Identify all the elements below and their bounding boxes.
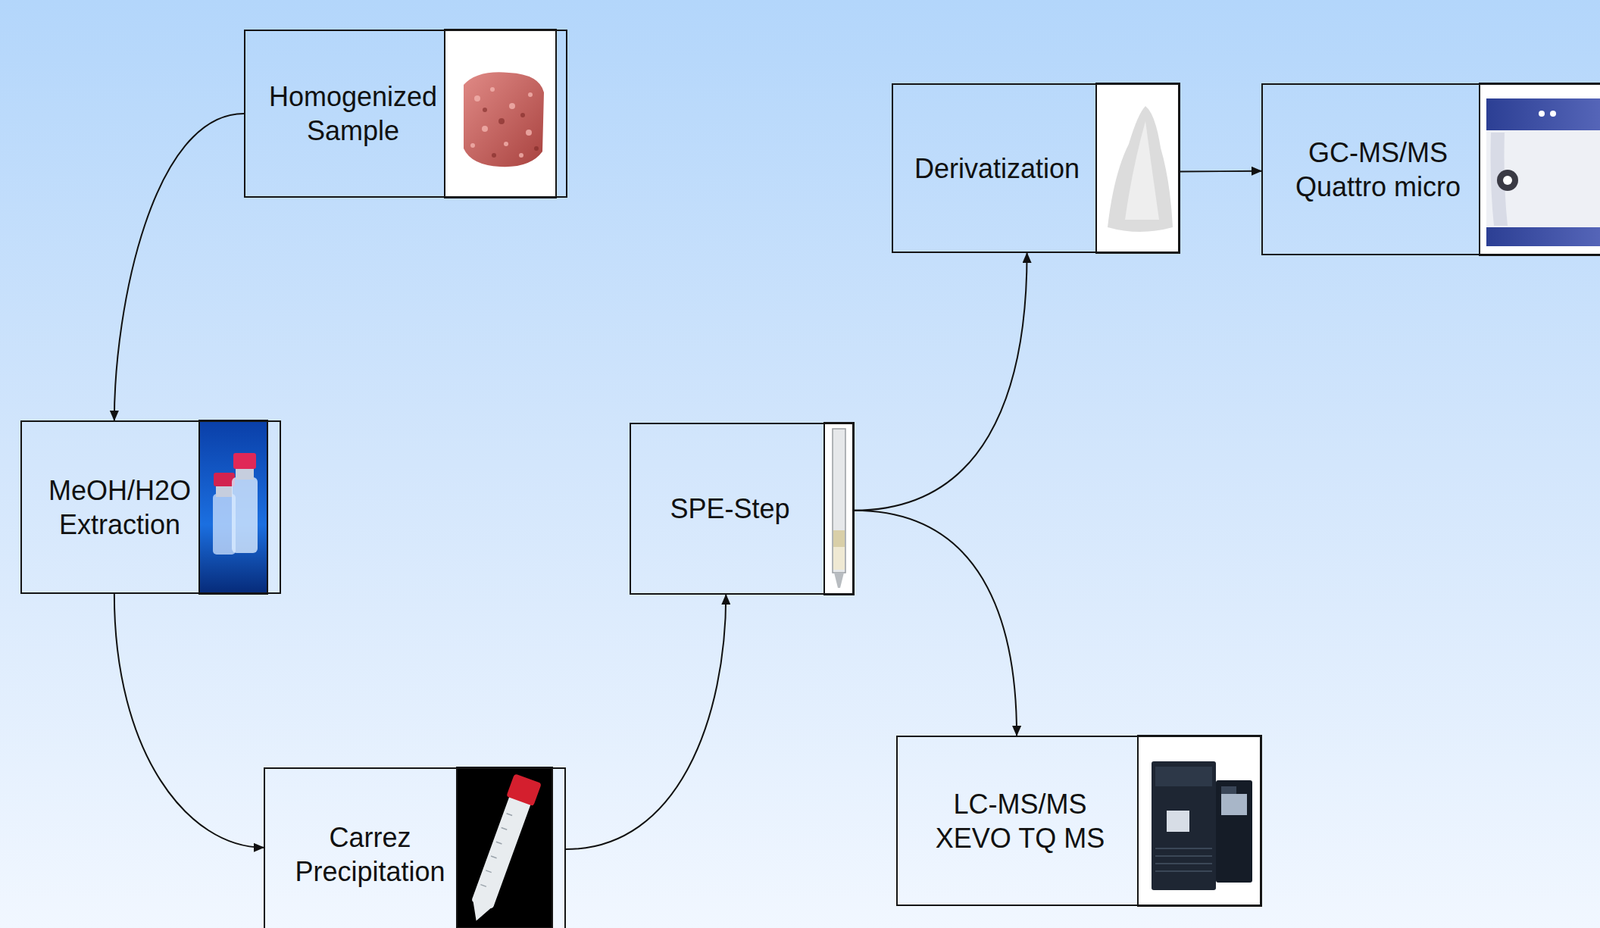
box-label: Homogenized Sample [258,79,448,148]
box-label: Derivatization [914,151,1080,186]
sample-box: Homogenized Sample [243,29,568,198]
flow-arrow [853,253,1028,511]
cartridge-picture [824,422,854,595]
lc-instrument-picture [1137,735,1262,907]
precipitation-box: Carrez Precipitation [263,767,566,928]
gc-instrument-box: GC-MS/MS Quattro micro [1261,83,1600,256]
derivatization-box: Derivatization [891,83,1180,254]
flow-arrow [1179,170,1262,173]
box-label: Carrez Precipitation [277,820,463,889]
box-label: GC-MS/MS Quattro micro [1275,135,1481,204]
extraction-box: MeOH/H2O Extraction [20,420,282,594]
flow-arrow [114,113,244,421]
bottles-picture [199,420,268,594]
meat-picture [444,29,557,198]
box-label: MeOH/H2O Extraction [34,473,206,542]
powder-picture [1096,83,1180,254]
box-label: LC-MS/MS XEVO TQ MS [921,787,1119,856]
flow-arrow [853,510,1017,736]
flow-arrow [114,593,264,848]
lc-instrument-box: LC-MS/MS XEVO TQ MS [896,735,1262,907]
spe-box: SPE-Step [629,422,854,595]
tube-picture [456,767,553,928]
box-label: SPE-Step [669,491,790,526]
gc-instrument-picture [1479,83,1600,256]
flow-arrow [565,594,726,850]
